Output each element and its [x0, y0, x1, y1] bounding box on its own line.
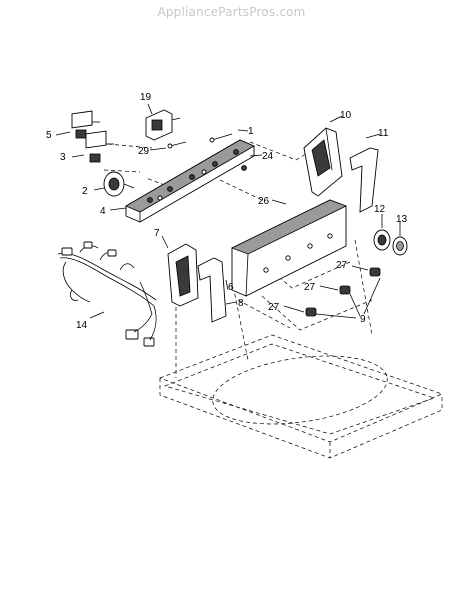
knob-12: [373, 229, 391, 251]
button-27b: [339, 285, 351, 295]
top-panel-outline: [159, 334, 443, 459]
switch-19: [145, 109, 181, 141]
callout-13: 13: [396, 214, 408, 225]
wire-harness: [57, 241, 157, 347]
button-27a: [369, 267, 381, 277]
callout-24: 24: [262, 151, 274, 162]
end-cap-left: [167, 243, 199, 307]
callout-7: 7: [154, 228, 160, 239]
switch-5: [71, 110, 100, 139]
callout-29: 29: [138, 146, 150, 157]
callout-6: 6: [228, 282, 234, 293]
watermark-text: AppliancePartsPros.com: [157, 5, 306, 19]
leader-lines: [55, 103, 401, 319]
end-cap-cover-left: [197, 257, 227, 323]
knob-cap-13: [392, 236, 408, 256]
callout-2: 2: [82, 186, 88, 197]
callout-labels: 1 2 3 4 5 6 7 8 9 10 11 12 13 14 19 24 2…: [46, 92, 408, 331]
callout-26: 26: [258, 196, 270, 207]
screws: [167, 133, 247, 171]
callout-10: 10: [340, 110, 352, 121]
callout-27-a: 27: [336, 260, 348, 271]
end-cap-right: [303, 127, 343, 197]
console-panel: [230, 199, 348, 297]
callout-8: 8: [238, 298, 244, 309]
timer-2: [103, 171, 135, 197]
callout-27-b: 27: [304, 282, 316, 293]
button-27c: [305, 307, 317, 317]
switch-3: [85, 130, 114, 163]
callout-19: 19: [140, 92, 152, 103]
callout-1: 1: [248, 126, 254, 137]
callout-27-c: 27: [268, 302, 280, 313]
end-cap-cover-right: [349, 147, 379, 213]
callout-5: 5: [46, 130, 52, 141]
console-bracket: [125, 139, 255, 223]
callout-3: 3: [60, 152, 66, 163]
callout-14: 14: [76, 320, 88, 331]
callout-9: 9: [360, 314, 366, 325]
callout-12: 12: [374, 204, 386, 215]
callout-11: 11: [378, 128, 389, 139]
callout-4: 4: [100, 206, 106, 217]
